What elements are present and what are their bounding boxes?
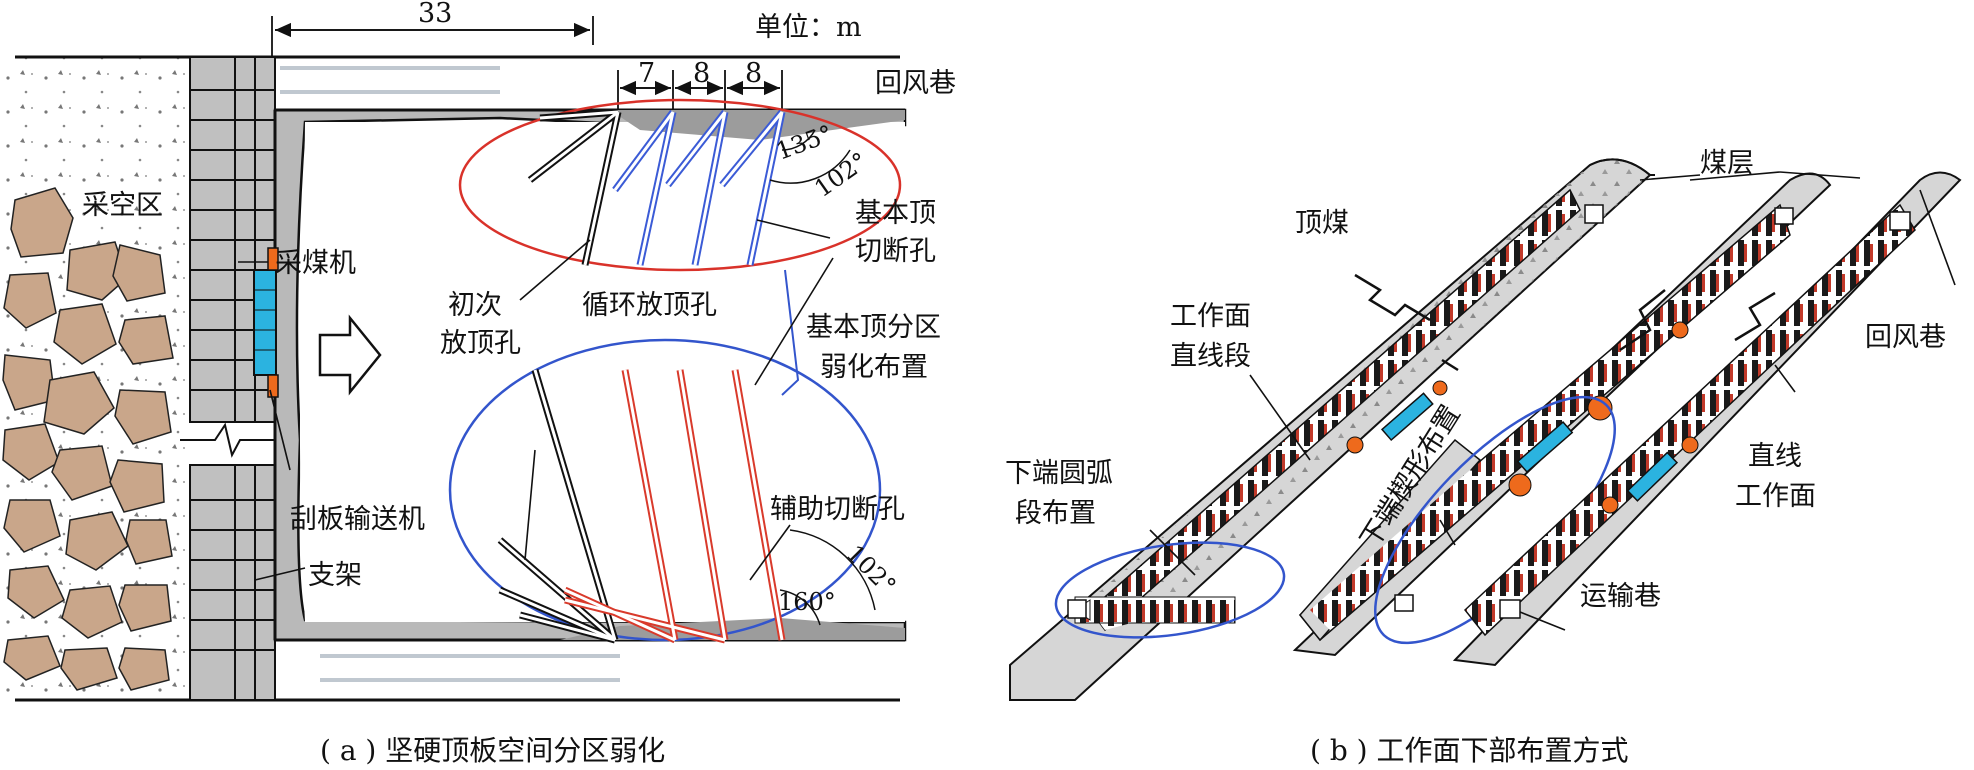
cyclic-hole-label: 循环放顶孔 bbox=[582, 290, 717, 321]
caption-a: ( a ) 坚硬顶板空间分区弱化 bbox=[320, 734, 665, 767]
lower-arc-label-2: 段布置 bbox=[1015, 498, 1096, 529]
face-straight-label-1: 工作面 bbox=[1170, 301, 1251, 332]
return-airway-label: 回风巷 bbox=[875, 68, 956, 99]
top-coal-label: 顶煤 bbox=[1295, 208, 1349, 239]
straight-face-label-2: 工作面 bbox=[1735, 481, 1816, 512]
zone-weaken-label-2: 弱化布置 bbox=[820, 352, 928, 383]
aux-cut-label: 辅助切断孔 bbox=[770, 494, 905, 525]
dim-2: 8 bbox=[693, 58, 710, 89]
lower-zone-ellipse bbox=[448, 338, 882, 642]
shearer-label: 采煤机 bbox=[275, 248, 356, 279]
initial-hole-label-2: 放顶孔 bbox=[440, 328, 521, 359]
conveyor-label: 刮板输送机 bbox=[290, 504, 425, 535]
advance-arrow bbox=[318, 314, 382, 396]
unit-label: 单位：m bbox=[755, 12, 862, 43]
dim-3: 8 bbox=[745, 58, 762, 89]
haulage-label: 运输巷 bbox=[1580, 581, 1661, 612]
support-column bbox=[189, 56, 276, 701]
straight-face-label-1: 直线 bbox=[1748, 441, 1802, 472]
coal-seam-label: 煤层 bbox=[1700, 148, 1754, 179]
return-airway-label-b: 回风巷 bbox=[1865, 322, 1946, 353]
face-straight-label-2: 直线段 bbox=[1170, 341, 1251, 372]
basic-roof-cut-label-2: 切断孔 bbox=[855, 236, 936, 267]
panel-a bbox=[0, 16, 907, 702]
zone-weaken-label-1: 基本顶分区 bbox=[806, 312, 941, 343]
lower-arc-ellipse bbox=[1054, 541, 1286, 639]
caption-b: ( b ) 工作面下部布置方式 bbox=[1310, 734, 1628, 767]
dim-total: 33 bbox=[418, 0, 452, 29]
shearer bbox=[253, 247, 279, 398]
angle-160: 160° bbox=[778, 588, 836, 616]
panel-b-labels: 煤层 顶煤 工作面 直线段 下端圆弧 段布置 下端楔形布置 回风巷 直线 工作面… bbox=[1005, 148, 1946, 767]
initial-hole-label-1: 初次 bbox=[448, 290, 502, 321]
upper-zone-ellipse bbox=[458, 98, 902, 272]
support-label: 支架 bbox=[308, 560, 362, 591]
basic-roof-cut-label-1: 基本顶 bbox=[855, 198, 936, 229]
lower-arc-label-1: 下端圆弧 bbox=[1005, 458, 1113, 489]
panel-b bbox=[1009, 158, 1962, 701]
goaf-label: 采空区 bbox=[82, 190, 163, 221]
goaf-rocks bbox=[2, 187, 174, 691]
dim-1: 7 bbox=[638, 58, 655, 89]
